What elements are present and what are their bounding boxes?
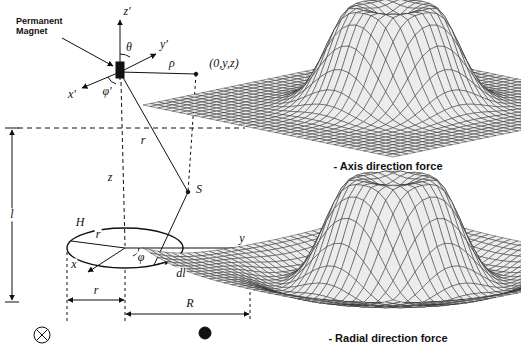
dashed-line [67, 252, 68, 322]
surface-mesh [158, 257, 173, 262]
surface-mesh [518, 285, 521, 290]
surface-mesh [518, 278, 521, 283]
permanent-magnet [116, 62, 124, 78]
dashed-line [18, 128, 245, 129]
surface-mesh [150, 253, 165, 259]
current-out-symbol [199, 327, 211, 339]
radial-force-surface [143, 171, 521, 308]
current-in-symbol [34, 327, 50, 343]
surface-mesh [393, 293, 408, 306]
surface-mesh [444, 299, 459, 304]
surface-mesh [518, 267, 521, 273]
surface-mesh [518, 275, 521, 280]
dimension-tick [5, 302, 19, 303]
z-distance-line [121, 82, 125, 246]
axis-force-surface [143, 0, 521, 157]
dashed-line [188, 74, 196, 192]
surface-mesh [518, 257, 521, 262]
current-in-symbol [37, 330, 48, 341]
surface-mesh [518, 284, 521, 289]
phi-prime-arc [108, 77, 116, 84]
surface-mesh [518, 262, 521, 267]
radius-line [71, 241, 125, 248]
surface-mesh [187, 271, 202, 274]
surface-mesh [386, 154, 401, 157]
surface-mesh [378, 293, 393, 306]
surface-mesh [518, 280, 521, 286]
surface-mesh [518, 271, 521, 277]
leader-line [62, 38, 113, 66]
r-vector [121, 74, 188, 192]
dimension-line [126, 314, 249, 315]
dashed-line [125, 270, 126, 322]
rho-line [120, 72, 196, 74]
surface-mesh [518, 282, 521, 288]
surface-mesh [327, 299, 342, 304]
surface-mesh [518, 288, 521, 290]
dimension-line [68, 300, 124, 301]
y-prime-axis [120, 54, 156, 72]
dimension-tick [5, 128, 19, 129]
x-axis [88, 248, 125, 272]
current-in-symbol [37, 330, 48, 341]
